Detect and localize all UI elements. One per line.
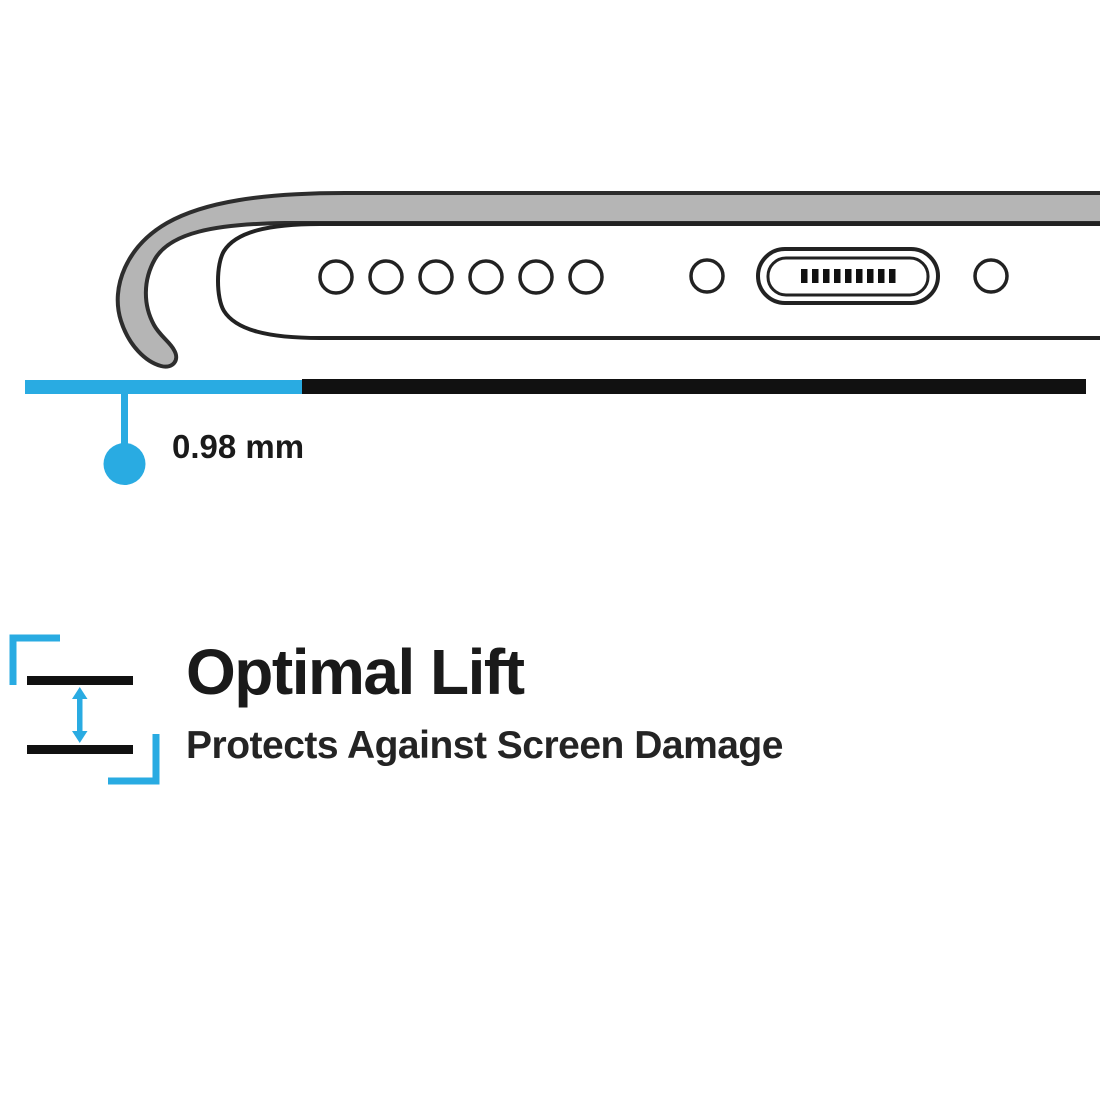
speaker-hole-icon (368, 259, 404, 295)
bracket-top-left-icon (9, 634, 60, 685)
measurement-line (121, 394, 128, 450)
surface-line-accent (25, 380, 302, 394)
speaker-hole-icon (318, 259, 354, 295)
feature-title: Optimal Lift (186, 636, 525, 708)
speaker-hole-icon (568, 259, 604, 295)
surface-line-dark (302, 379, 1086, 394)
charging-port-icon (756, 247, 940, 305)
lift-gap-icon (9, 634, 160, 785)
case-shell (115, 191, 1100, 369)
screw-hole-icon (973, 258, 1009, 294)
speaker-hole-icon (518, 259, 554, 295)
lift-measurement-label: 0.98 mm (172, 428, 305, 465)
bracket-bottom-right-icon (108, 734, 160, 785)
speaker-hole-icon (468, 259, 504, 295)
speaker-holes (318, 259, 604, 295)
screw-hole-icon (689, 258, 725, 294)
phone-case-diagram (25, 191, 1100, 485)
feature-subtitle: Protects Against Screen Damage (186, 724, 783, 767)
measurement-dot-icon (103, 443, 146, 485)
double-arrow-icon (72, 687, 88, 743)
upper-surface-bar (27, 676, 133, 685)
lower-surface-bar (27, 745, 133, 754)
speaker-hole-icon (418, 259, 454, 295)
